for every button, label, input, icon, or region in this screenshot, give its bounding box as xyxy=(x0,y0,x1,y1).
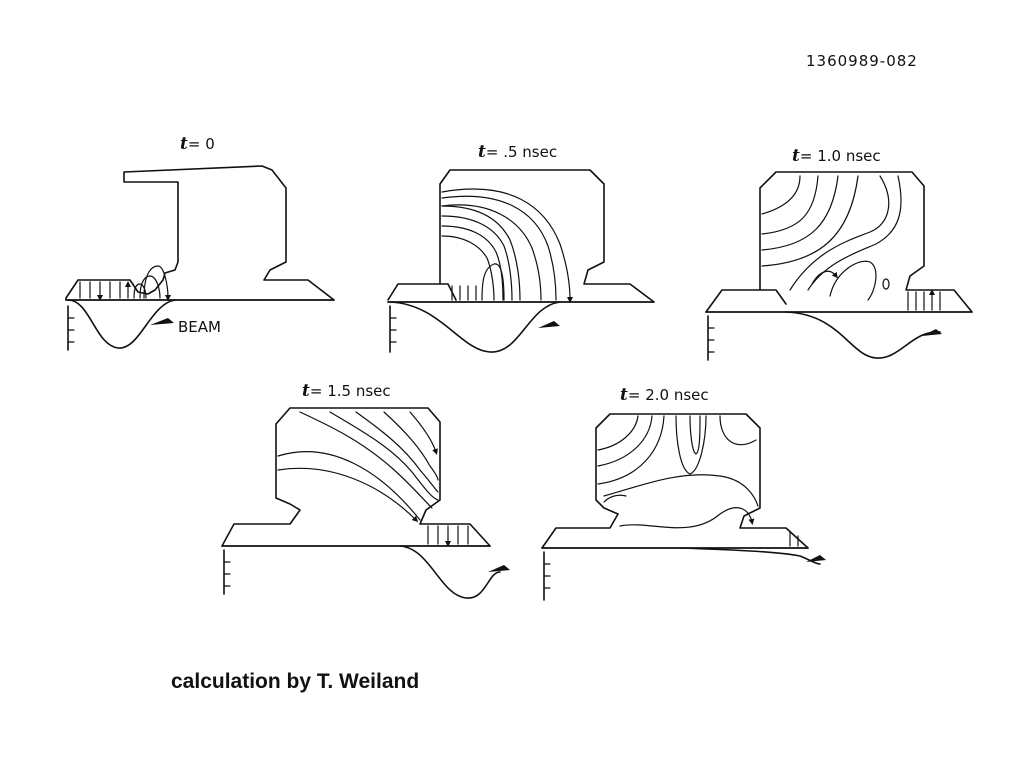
figure-id: 1360989-082 xyxy=(806,52,918,70)
cavity-outline xyxy=(541,413,809,549)
panel-5-diagram xyxy=(541,413,826,601)
time-value: = 1.5 nsec xyxy=(309,382,391,400)
beam-profile xyxy=(67,299,176,349)
field-lines xyxy=(597,415,799,547)
cavity-outline xyxy=(221,407,491,547)
time-symbol: t xyxy=(620,385,628,405)
time-value: = 2.0 nsec xyxy=(627,386,709,404)
field-lines xyxy=(79,265,171,301)
cavity-outline xyxy=(387,169,655,303)
time-value: = .5 nsec xyxy=(485,143,558,161)
panel-5-label: t= 2.0 nsec xyxy=(620,385,709,405)
panel-4-diagram xyxy=(221,407,510,599)
cavity-outline xyxy=(65,165,335,301)
credit-caption: calculation by T. Weiland xyxy=(171,670,420,693)
time-value: = 0 xyxy=(187,135,215,153)
field-lines xyxy=(441,188,573,303)
panel-2-diagram xyxy=(387,169,655,353)
beam-profile xyxy=(399,545,501,599)
time-symbol: t xyxy=(792,146,800,166)
beam-label: BEAM xyxy=(178,318,221,336)
panel-3-diagram xyxy=(705,171,973,361)
field-lines xyxy=(277,411,469,547)
panel-1-label: t= 0 xyxy=(180,134,215,154)
field-lines xyxy=(761,175,941,311)
beam-profile xyxy=(679,547,821,565)
time-symbol: t xyxy=(302,381,310,401)
beam-arrow xyxy=(150,318,174,325)
time-symbol: t xyxy=(478,142,486,162)
time-symbol: t xyxy=(180,134,188,154)
panel-2-label: t= .5 nsec xyxy=(478,142,557,162)
panel-4-label: t= 1.5 nsec xyxy=(302,381,391,401)
beam-profile xyxy=(389,301,561,353)
panel-3-label: t= 1.0 nsec xyxy=(792,146,881,166)
cavity-outline xyxy=(705,171,973,313)
time-value: = 1.0 nsec xyxy=(799,147,881,165)
beam-profile xyxy=(785,311,941,359)
panel-1-diagram xyxy=(65,165,335,351)
